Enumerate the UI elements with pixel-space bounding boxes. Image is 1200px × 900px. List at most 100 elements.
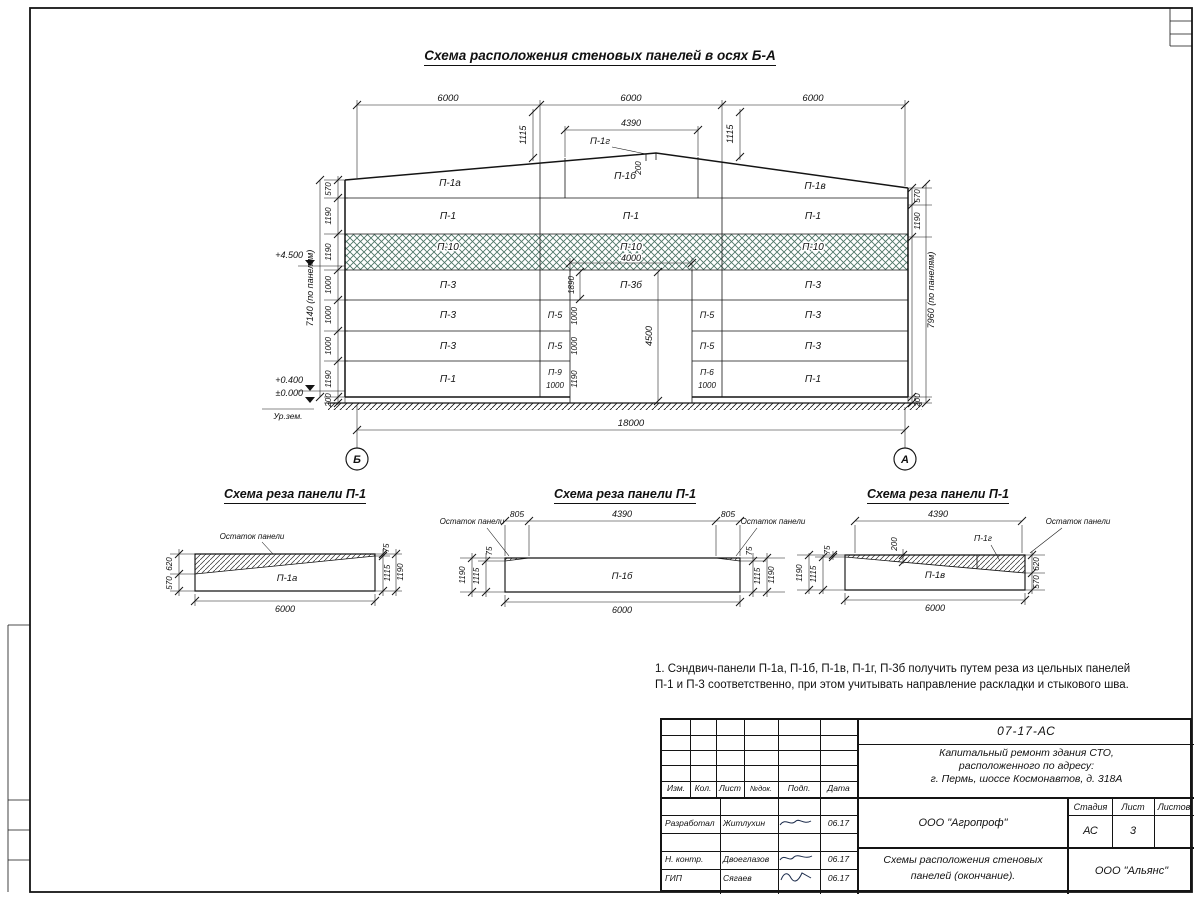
col-kol: Кол. — [694, 783, 712, 794]
project-line: Капитальный ремонт здания СТО, — [939, 747, 1114, 760]
stage-label: Стадия — [1073, 801, 1108, 812]
dim-label: 620 — [1032, 557, 1041, 571]
axis-bubble-a — [893, 447, 917, 471]
axis-bubble-b — [345, 447, 369, 471]
panel-label: П-1а — [439, 178, 461, 189]
panel-label-p1g: П-1г — [590, 136, 610, 147]
dim-label: 1000 — [570, 337, 579, 355]
title-block: Изм. Кол. Лист №док. Подп. Дата Разработ… — [660, 718, 1194, 894]
cut2-title: Схема реза панели П-1 — [515, 487, 735, 504]
level-label: +4.500 — [275, 250, 303, 260]
remainder-label: Остаток панели — [1046, 517, 1111, 526]
dim-label: 75 — [745, 546, 754, 555]
level-label: +0.400 — [275, 375, 303, 385]
panel-label: П-1б — [614, 170, 636, 182]
dim-label: 4390 — [612, 509, 632, 519]
panel-label: П-1 — [623, 211, 639, 222]
level-mark-4500 — [305, 260, 315, 266]
level-mark-0400 — [305, 385, 315, 391]
col-list: Лист — [719, 783, 741, 794]
panel-label: П-1 — [440, 374, 456, 385]
note-line: П-1 и П-3 соответственно, при этом учиты… — [655, 678, 1129, 691]
cut3-title: Схема реза панели П-1 — [828, 487, 1048, 504]
dim-label: 1190 — [324, 370, 333, 388]
cut3-remainder-hatch — [845, 555, 1025, 573]
dim-label: 7140 (по панелям) — [305, 250, 315, 327]
level-label: ±0.000 — [276, 388, 303, 398]
dim-label: 1000 — [570, 307, 579, 325]
remainder-label: Остаток панели — [741, 517, 806, 526]
dim-label: 6000 — [275, 604, 295, 614]
dim-label: 1115 — [753, 567, 762, 584]
dim-label: 1000 — [698, 381, 716, 390]
col-ndok: №док. — [749, 783, 773, 793]
col-data: Дата — [827, 783, 850, 794]
panel-label: П-1в — [925, 570, 945, 581]
dim-label: 1190 — [324, 207, 333, 225]
dim-label: 1115 — [725, 124, 735, 144]
dim-label: 200 — [324, 393, 333, 408]
dim-label: 1190 — [324, 243, 333, 261]
panel-label: П-1 — [440, 211, 456, 222]
dim-label: 1890 — [567, 276, 576, 294]
cut1-title: Схема реза панели П-1 — [185, 487, 405, 504]
panel-label: П-10 — [620, 242, 642, 253]
dim-label: 1000 — [546, 381, 564, 390]
dim-label: 18000 — [618, 418, 645, 429]
dim-label: 1190 — [795, 564, 804, 582]
signature — [778, 869, 820, 889]
cut-scheme-2: Остаток панели Остаток панели 805 4390 8… — [440, 509, 806, 615]
org-alyans: ООО "Альянс" — [1094, 865, 1169, 878]
panel-label: П-5 — [700, 310, 716, 320]
sign-date: 06.17 — [827, 854, 850, 865]
cut1-remainder-hatch — [195, 554, 375, 574]
main-title: Схема расположения стеновых панелей в ос… — [300, 48, 900, 66]
sign-date: 06.17 — [827, 873, 850, 884]
panel-label: П-1в — [804, 181, 825, 192]
doc-title-line: панелей (окончание). — [910, 869, 1016, 882]
dim-label: 1190 — [913, 212, 922, 230]
dim-label: 6000 — [437, 93, 459, 104]
cut-scheme-1: Остаток панели П-1а 620 570 75 1115 1190… — [165, 532, 405, 614]
panel-label: П-3 — [440, 280, 457, 291]
sign-name: Двоеглазов — [723, 854, 770, 865]
sign-name: Сягаев — [723, 873, 752, 884]
axis-letter-b: Б — [353, 454, 361, 466]
panel-label: П-1 — [805, 211, 821, 222]
dim-label: 4000 — [621, 253, 641, 263]
org-agroprof: ООО "Агропроф" — [918, 816, 1008, 829]
dim-label: 805 — [510, 509, 524, 519]
panel-label: П-3б — [620, 279, 642, 291]
panel-label: П-5 — [548, 341, 564, 351]
sign-role: ГИП — [665, 873, 682, 884]
ground-hatch — [328, 403, 922, 410]
cut-scheme-3: 4390 Остаток панели 200 П-1г П-1в 1190 1… — [795, 509, 1111, 613]
doc-title-line: Схемы расположения стеновых — [883, 853, 1043, 866]
dim-label: 1190 — [396, 563, 405, 581]
panel-label: П-3 — [805, 341, 822, 352]
dim-label: 805 — [721, 509, 735, 519]
dim-label: 6000 — [925, 603, 945, 613]
general-note: 1. Сэндвич-панели П-1а, П-1б, П-1в, П-1г… — [655, 662, 1175, 693]
dim-label: 4390 — [621, 118, 641, 128]
panel-label: П-5 — [548, 310, 564, 320]
sheets-label: Листов — [1157, 801, 1191, 812]
dim-label: 620 — [165, 557, 174, 571]
dim-label: 200 — [913, 393, 922, 408]
dim-label: 4500 — [644, 326, 654, 346]
dim-label: 1115 — [809, 565, 818, 582]
project-line: расположенного по адресу: — [958, 760, 1095, 773]
dim-label: 200 — [634, 161, 643, 176]
panel-label: П-9 — [548, 367, 562, 377]
sign-date: 06.17 — [827, 818, 850, 829]
dim-label: 570 — [1032, 575, 1041, 589]
panel-label: П-1б — [612, 571, 633, 582]
dim-label: 200 — [890, 537, 899, 552]
sheet-frame — [7, 7, 1193, 893]
panel-label: П-6 — [700, 367, 714, 377]
signature — [778, 851, 820, 869]
sheet-value: 3 — [1129, 825, 1137, 838]
panel-label: П-3 — [805, 280, 822, 291]
panel-label: П-5 — [700, 341, 716, 351]
